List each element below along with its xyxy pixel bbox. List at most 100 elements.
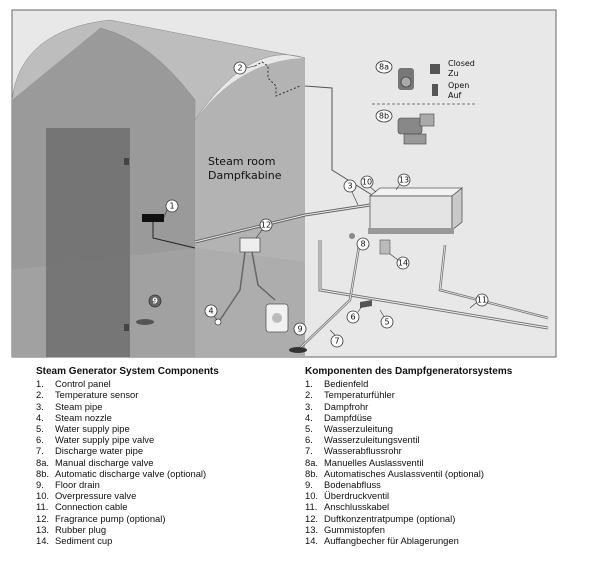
legend-item-number: 1.	[36, 378, 44, 390]
callout-13: 13	[395, 173, 411, 191]
legend-item: 12.Fragrance pump (optional)	[36, 513, 219, 524]
valve-8a-open-en: Open	[448, 81, 469, 90]
svg-text:3: 3	[347, 182, 352, 191]
callout-8b: 8b	[375, 109, 393, 123]
legend-item: 1.Bedienfeld	[305, 378, 512, 389]
callout-4: 4	[204, 304, 218, 321]
legend-item: 8b.Automatic discharge valve (optional)	[36, 468, 219, 479]
room-label-en: Steam room	[208, 155, 275, 168]
glass-door	[46, 128, 130, 357]
fragrance-tubes	[219, 251, 276, 321]
discharge-water-pipe-inner	[299, 239, 361, 349]
legend-item: 11.Anschlusskabel	[305, 501, 512, 512]
legend-item: 12.Duftkonzentratpumpe (optional)	[305, 513, 512, 524]
water-supply-pipe-inner	[319, 240, 549, 329]
svg-text:13: 13	[399, 176, 409, 185]
legend-item-label: Discharge water pipe	[55, 445, 144, 457]
valve-8a-open-icon	[432, 84, 438, 96]
temperature-sensor-line	[254, 61, 301, 97]
legend-item-number: 7.	[36, 445, 44, 457]
callout-7: 7	[329, 329, 344, 348]
fragrance-pump	[239, 237, 261, 253]
legend-item: 1.Control panel	[36, 378, 219, 389]
legend-item-label: Water supply pipe	[55, 423, 130, 435]
legend-item-number: 5.	[305, 423, 313, 435]
callout-8a: 8a	[375, 60, 393, 74]
callout-9-right: 9	[293, 322, 307, 336]
legend-item: 7. Discharge water pipe	[36, 445, 219, 456]
control-panel	[142, 214, 164, 222]
legend-item-label: Water supply pipe valve	[55, 434, 155, 446]
callout-14: 14	[389, 253, 410, 270]
callout-1: 1	[163, 199, 179, 218]
legend-item-label: Duftkonzentratpumpe (optional)	[324, 512, 456, 524]
legend-item-label: Bodenabfluss	[324, 479, 381, 491]
legend-item: 13.Rubber plug	[36, 524, 219, 535]
legend-item-number: 13.	[305, 523, 319, 535]
callout-8-generator: 8	[356, 237, 370, 251]
steam-system-diagram: Steam room Dampfkabine Closed Zu Open Au…	[11, 9, 557, 358]
legend-item-label: Auffangbecher für Ablagerungen	[324, 535, 459, 547]
legend-german-title: Komponenten des Dampfgeneratorsystems	[305, 366, 513, 377]
legend-item-number: 14.	[36, 535, 50, 547]
legend-item-label: Temperature sensor	[55, 389, 139, 401]
legend-item-label: Wasserzuleitungsventil	[324, 434, 420, 446]
steam-generator-top	[368, 187, 464, 197]
legend-item: 14. Sediment cup	[36, 535, 219, 546]
legend-item-number: 8b.	[36, 467, 50, 479]
svg-text:12: 12	[261, 221, 271, 230]
legend-item-number: 7.	[305, 445, 313, 457]
legend-item-label: Wasserzuleitung	[324, 423, 393, 435]
legend-item-label: Overpressure valve	[55, 490, 137, 502]
legend-item-label: Floor drain	[55, 479, 100, 491]
svg-text:7: 7	[334, 337, 339, 346]
legend-item: 3.Steam pipe	[36, 401, 219, 412]
svg-text:9: 9	[152, 297, 158, 306]
valve-8a-closed-en: Closed	[448, 59, 475, 68]
legend-item-label: Manual discharge valve	[55, 456, 154, 468]
legend-item-label: Rubber plug	[55, 523, 107, 535]
svg-text:11: 11	[477, 296, 487, 305]
legend-item-label: Connection cable	[55, 501, 128, 513]
callout-2: 2	[233, 61, 256, 75]
callout-5: 5	[379, 309, 394, 329]
legend-item: 4.Steam nozzle	[36, 412, 219, 423]
legend-item-label: Fragrance pump (optional)	[55, 512, 166, 524]
callout-12: 12	[255, 218, 273, 239]
legend-item-label: Sediment cup	[55, 535, 113, 547]
legend-item: 2. Temperaturfühler	[305, 389, 512, 400]
valve-8a-knob	[400, 76, 412, 88]
svg-text:1: 1	[169, 202, 174, 211]
valve-8a-open-de: Auf	[448, 91, 462, 100]
svg-text:4: 4	[208, 307, 213, 316]
valve-8a-closed-de: Zu	[448, 69, 459, 78]
svg-text:6: 6	[350, 313, 355, 322]
legend-item-label: Gummistopfen	[324, 523, 385, 535]
legend-item-number: 6.	[36, 434, 44, 446]
legend-item-label: Automatisches Auslassventil (optional)	[324, 467, 484, 479]
legend-item-label: Manuelles Auslassventil	[324, 456, 424, 468]
sediment-cup	[379, 239, 391, 255]
floor-drain-left	[136, 319, 154, 325]
valve-8a-closed-icon	[430, 64, 440, 74]
legend-item-number: 14.	[305, 535, 319, 547]
legend-item-number: 3.	[36, 400, 44, 412]
legend-item-number: 2.	[305, 389, 313, 401]
legend-item-label: Steam nozzle	[55, 411, 112, 423]
valve-8b-coil	[419, 113, 435, 127]
control-cable	[152, 222, 196, 249]
legend-item-number: 10.	[305, 490, 319, 502]
legend-item-number: 8b.	[305, 467, 319, 479]
legend-item-label: Bedienfeld	[324, 378, 369, 390]
door-hinge-top	[124, 158, 129, 165]
svg-text:8: 8	[360, 240, 365, 249]
legend-item-label: Temperaturfühler	[324, 389, 395, 401]
legend-item-label: Dampfrohr	[324, 400, 369, 412]
svg-text:8a: 8a	[379, 63, 389, 72]
room-roof	[11, 19, 306, 121]
legend-item: 6.Wasserzuleitungsventil	[305, 434, 512, 445]
legend-item: 5. Wasserzuleitung	[305, 423, 512, 434]
legend-item-label: Überdruckventil	[324, 490, 390, 502]
valve-8b-pipe	[403, 133, 427, 145]
